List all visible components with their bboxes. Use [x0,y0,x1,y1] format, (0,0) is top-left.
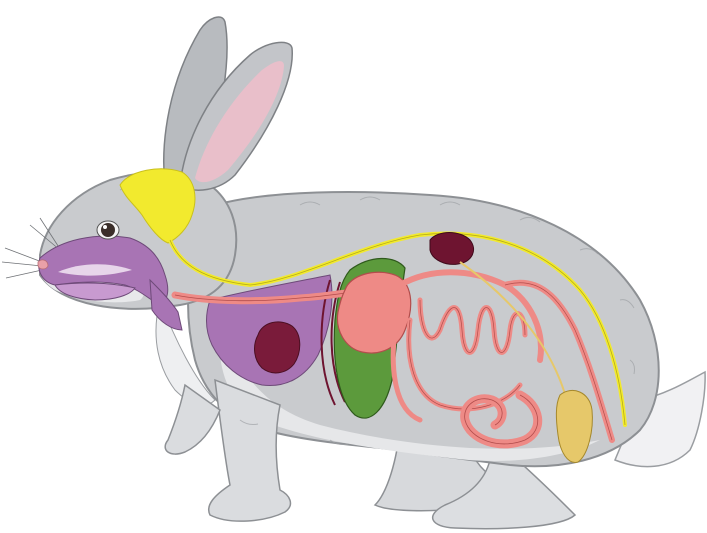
kidney [430,233,474,265]
nose [38,260,48,269]
eye [97,221,119,239]
heart [255,322,300,373]
